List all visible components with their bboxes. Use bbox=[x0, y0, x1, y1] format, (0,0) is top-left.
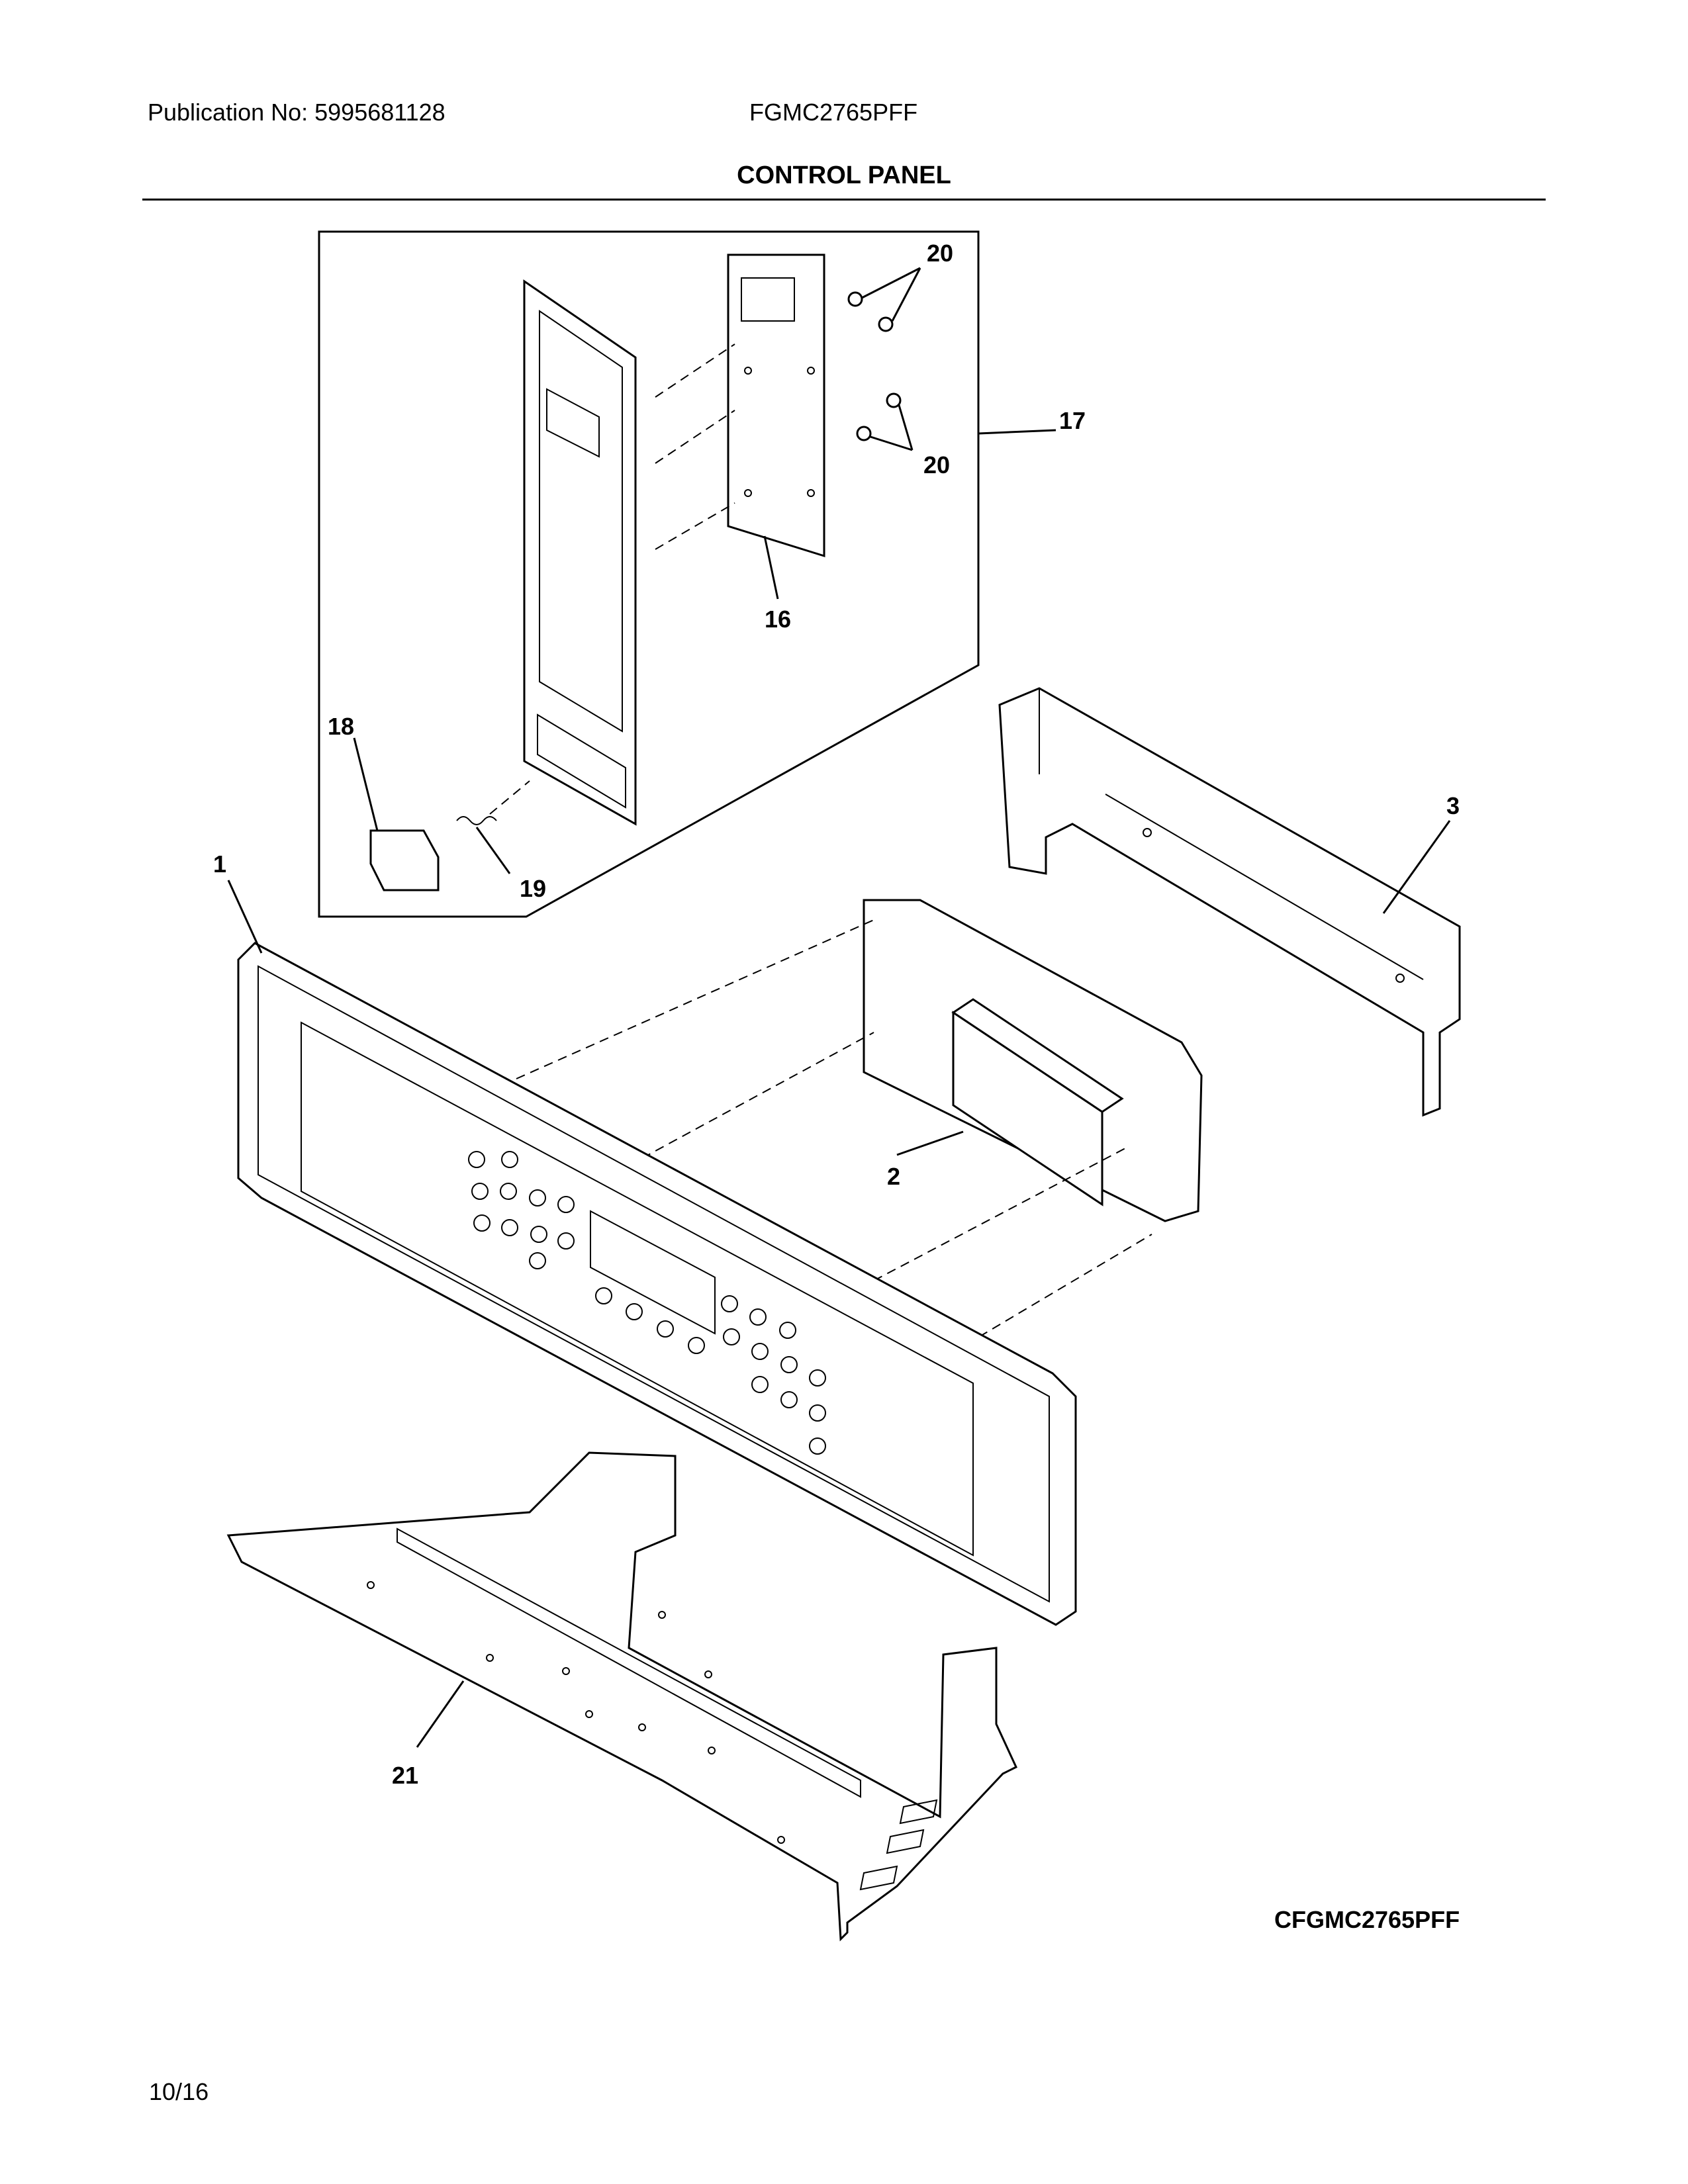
callout-20-upper: 20 bbox=[927, 240, 953, 267]
header-rule bbox=[142, 199, 1546, 201]
section-title: CONTROL PANEL bbox=[737, 161, 951, 189]
part-2-control-board bbox=[863, 899, 1203, 1222]
part-20-screws bbox=[847, 267, 921, 451]
alignment-line bbox=[641, 1032, 874, 1159]
leader-17 bbox=[978, 429, 1056, 435]
callout-1: 1 bbox=[213, 850, 226, 878]
callout-19: 19 bbox=[520, 875, 546, 902]
alignment-line bbox=[873, 1148, 1126, 1281]
callout-18: 18 bbox=[328, 713, 354, 740]
part-1-control-panel bbox=[227, 880, 1077, 1626]
panel-buttons bbox=[468, 1151, 826, 1455]
model-number: FGMC2765PFF bbox=[749, 99, 918, 126]
diagram-code: CFGMC2765PFF bbox=[1274, 1906, 1460, 1933]
keypad-frame bbox=[489, 279, 735, 826]
part-16-board bbox=[727, 253, 825, 558]
callout-3: 3 bbox=[1446, 792, 1460, 819]
publication-number: Publication No: 5995681128 bbox=[148, 99, 445, 126]
part-3-bracket bbox=[998, 687, 1461, 1117]
part-18-button bbox=[353, 737, 440, 891]
callout-16: 16 bbox=[765, 606, 791, 633]
callout-21: 21 bbox=[392, 1762, 418, 1789]
page-number: 10/16 bbox=[149, 2078, 209, 2105]
part-19-spring bbox=[456, 816, 511, 874]
callout-20-lower: 20 bbox=[923, 451, 950, 478]
callout-17: 17 bbox=[1059, 407, 1086, 434]
alignment-line bbox=[516, 919, 874, 1079]
callout-2: 2 bbox=[887, 1163, 900, 1190]
part-21-tray bbox=[226, 1451, 1017, 1942]
alignment-line bbox=[939, 1234, 1152, 1361]
leader-16 bbox=[763, 535, 779, 600]
inset-box bbox=[318, 230, 980, 918]
